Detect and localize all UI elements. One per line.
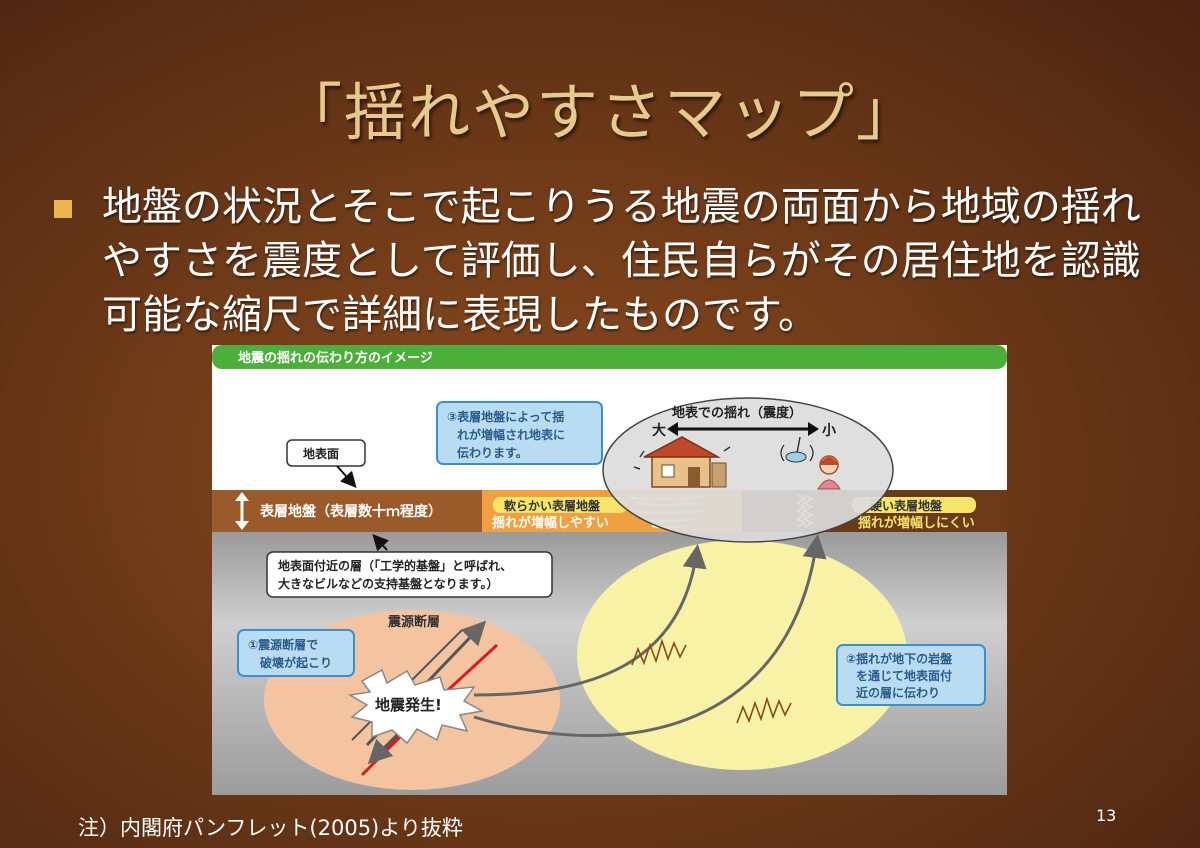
person-icon xyxy=(817,455,841,490)
header-bar xyxy=(212,345,1007,369)
step2-line3: 近の層に伝わり xyxy=(856,685,940,700)
bullet-item: 地盤の状況とそこで起こりうる地震の両面から地域の揺れやすさを震度として評価し、住… xyxy=(50,180,1170,342)
quake-burst-icon xyxy=(347,668,485,745)
surface-shaking-title: 地表での揺れ（震度） xyxy=(672,405,802,421)
engineering-base-line1: 地表面付近の層（「工学的基盤」と呼ばれ、 xyxy=(278,558,512,573)
ground-surface-label: 地表面 xyxy=(303,446,339,461)
page-number: 13 xyxy=(1096,806,1117,825)
step1-callout xyxy=(237,629,355,677)
seismic-wave-icon xyxy=(631,638,687,666)
step3-line1: ③表層地盤によって揺 xyxy=(447,409,564,424)
surface-layer-label: 表層地盤（表層数十ｍ程度） xyxy=(259,503,442,520)
double-arrow-icon xyxy=(667,422,819,436)
step2-line2: を通じて地表面付 xyxy=(856,668,952,683)
ground-surface-callout xyxy=(286,439,366,467)
slide-title: 「揺れやすさマップ」 xyxy=(279,76,920,149)
diagram-canvas: 地震の揺れの伝わり方のイメージ 表層地盤（表層数十ｍ程度） 軟らかい表層地盤 揺… xyxy=(212,345,1007,795)
surface-layer xyxy=(212,490,482,532)
hard-layer-desc: 揺れが増幅しにくい xyxy=(858,515,975,531)
damaged-house-icon xyxy=(633,436,731,488)
step3-callout xyxy=(436,401,603,465)
large-label: 大 xyxy=(652,422,666,439)
hard-layer-title: 硬い表層地盤 xyxy=(870,498,943,513)
small-label: 小 xyxy=(822,423,836,439)
engineering-base-line2: 大きなビルなどの支持基盤となります。） xyxy=(278,576,498,591)
step2-line1: ②揺れが地下の岩盤 xyxy=(846,651,953,666)
propagation-zone xyxy=(577,540,907,770)
soft-layer-title: 軟らかい表層地盤 xyxy=(504,498,601,513)
bullet-text: 地盤の状況とそこで起こりうる地震の両面から地域の揺れやすさを震度として評価し、住… xyxy=(102,184,1141,338)
quake-label: 地震発生! xyxy=(375,696,442,714)
source-note: 注）内閣府パンフレット(2005)より抜粋 xyxy=(78,816,463,840)
step3-line3: 伝わります。 xyxy=(457,445,528,460)
engineering-base-callout xyxy=(266,551,553,598)
step3-line2: れが増幅され地表に xyxy=(457,427,565,442)
square-bullet-icon xyxy=(54,200,72,218)
step1-line1: ①震源断層で xyxy=(248,637,318,652)
fault-label: 震源断層 xyxy=(387,614,440,630)
step1-line2: 破壊が起こり xyxy=(260,655,332,670)
soft-layer-desc: 揺れが増幅しやすい xyxy=(492,515,609,531)
diagram-header: 地震の揺れの伝わり方のイメージ xyxy=(238,350,433,366)
swinging-lamp-icon xyxy=(780,436,814,463)
earthquake-diagram: 地震の揺れの伝わり方のイメージ 表層地盤（表層数十ｍ程度） 軟らかい表層地盤 揺… xyxy=(212,345,1007,795)
step2-callout xyxy=(836,644,986,706)
seismic-wave-icon-2 xyxy=(736,696,792,724)
thickness-arrow-icon xyxy=(235,492,249,530)
